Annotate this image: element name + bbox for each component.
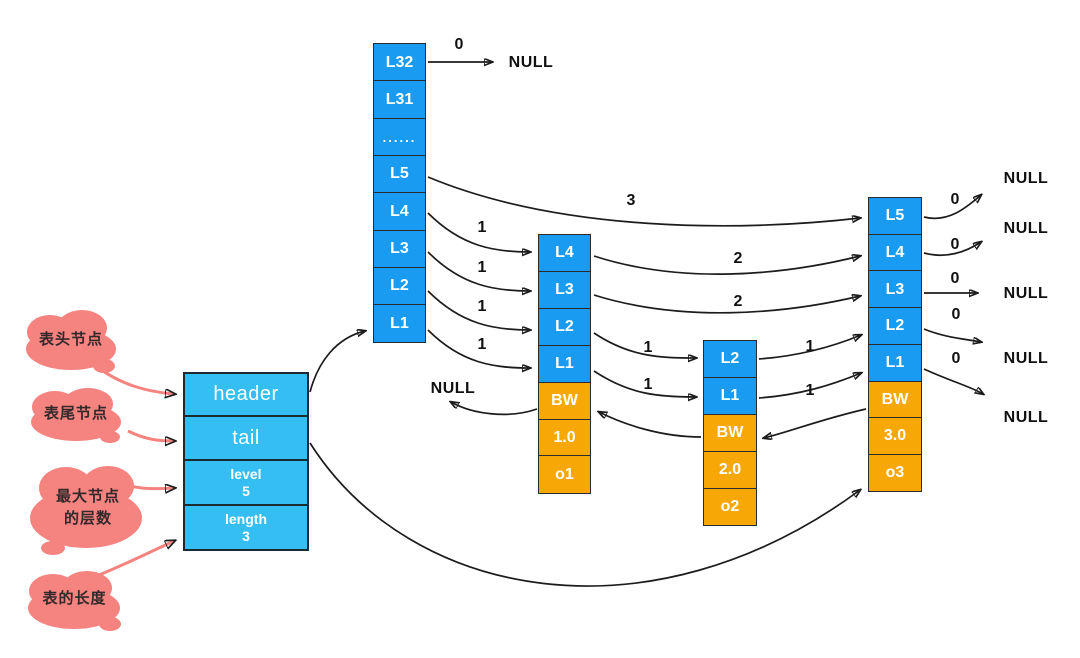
cloud-label-line1: 最大节点 — [55, 487, 120, 505]
struct-tail-label: tail — [232, 426, 260, 449]
node3-cell-score: 3.0 — [868, 417, 922, 456]
span-label-n3l1: 0 — [951, 350, 961, 367]
header-cell-l1: L1 — [373, 304, 426, 344]
node3-cell-l5: L5 — [868, 197, 922, 236]
arrow-n1l3-to-n3l3 — [593, 295, 860, 314]
span-label-l32: 0 — [454, 36, 464, 53]
arrow-n3l1-to-null — [923, 368, 983, 394]
span-label-n1l3: 2 — [733, 293, 743, 310]
span-label-n3l2: 0 — [951, 306, 961, 323]
arrow-cloud-tail — [127, 429, 174, 441]
arrow-n3l2-to-null — [923, 328, 981, 342]
node1-cell-l4: L4 — [538, 234, 591, 273]
cloud-shape — [31, 388, 121, 443]
null-label-r4: NULL — [1003, 350, 1049, 367]
arrow-hl5-to-n3l5 — [427, 176, 860, 227]
cloud-tail-node: 表尾节点 — [25, 384, 127, 444]
node1-column: L4 L3 L2 L1 BW 1.0 o1 — [538, 234, 591, 495]
node2-cell-obj: o2 — [703, 487, 757, 527]
node1-cell-bw: BW — [538, 381, 591, 421]
struct-level-value: 5 — [242, 482, 250, 499]
span-label-hl4: 1 — [477, 219, 487, 236]
null-label-bw: NULL — [430, 380, 476, 397]
cloud-shape — [26, 310, 116, 373]
header-cell-l2: L2 — [373, 266, 426, 306]
arrow-n2bw-to-n1bw — [599, 412, 702, 438]
cloud-label-line2: 的层数 — [63, 510, 112, 527]
node2-cell-bw: BW — [703, 413, 757, 453]
header-level-column: L32 L31 ...... L5 L4 L3 L2 L1 — [373, 43, 426, 344]
null-label-r2: NULL — [1003, 220, 1049, 237]
node1-cell-l2: L2 — [538, 307, 591, 347]
struct-length-value: 3 — [242, 527, 250, 544]
header-cell-l32: L32 — [373, 43, 426, 82]
null-label-r5: NULL — [1003, 409, 1049, 426]
struct-cell-header: header — [183, 372, 309, 417]
node1-cell-l1: L1 — [538, 344, 591, 384]
skiplist-struct-box: header tail level 5 length 3 — [183, 372, 309, 551]
span-label-hl2: 1 — [477, 298, 487, 315]
span-label-n2l2: 1 — [805, 338, 815, 355]
span-label-n3l5: 0 — [950, 191, 960, 208]
struct-level-label: level — [230, 465, 262, 482]
node3-cell-l1: L1 — [868, 343, 922, 383]
node3-cell-l3: L3 — [868, 270, 922, 309]
span-label-hl5: 3 — [626, 192, 636, 209]
null-label-r1: NULL — [1003, 170, 1049, 187]
arrow-header-to-column-l1 — [309, 331, 365, 393]
node1-cell-obj: o1 — [538, 455, 591, 495]
cloud-max-level: 最大节点 的层数 — [28, 458, 148, 558]
span-label-n2l1: 1 — [805, 382, 815, 399]
arrow-n1bw-to-null — [451, 402, 538, 416]
header-cell-l5: L5 — [373, 154, 426, 194]
cloud-shape — [28, 571, 121, 631]
node1-cell-l3: L3 — [538, 270, 591, 310]
header-cell-l31: L31 — [373, 80, 426, 120]
header-cell-l4: L4 — [373, 192, 426, 232]
node3-cell-bw: BW — [868, 380, 922, 419]
span-label-n3l3: 0 — [950, 270, 960, 287]
span-label-hl3: 1 — [477, 259, 487, 276]
header-cell-ellipsis: ...... — [373, 117, 426, 157]
struct-length-label: length — [225, 510, 267, 527]
null-label-top: NULL — [508, 54, 554, 71]
node3-cell-l2: L2 — [868, 307, 922, 346]
node2-cell-score: 2.0 — [703, 450, 757, 490]
cloud-label: 表尾节点 — [43, 404, 108, 422]
node1-cell-score: 1.0 — [538, 418, 591, 458]
span-label-n1l4: 2 — [733, 250, 743, 267]
node2-column: L2 L1 BW 2.0 o2 — [703, 340, 757, 527]
span-label-n1l2: 1 — [643, 339, 653, 356]
header-cell-l3: L3 — [373, 229, 426, 269]
cloud-header-node: 表头节点 — [20, 306, 122, 374]
node3-column: L5 L4 L3 L2 L1 BW 3.0 o3 — [868, 197, 922, 493]
cloud-label: 表的长度 — [42, 589, 107, 607]
span-label-hl1: 1 — [477, 336, 487, 353]
arrow-n3bw-to-n2bw — [764, 408, 867, 438]
cloud-shape — [30, 466, 142, 555]
arrow-n1l4-to-n3l4 — [593, 256, 860, 275]
struct-header-label: header — [213, 383, 279, 405]
node3-cell-l4: L4 — [868, 233, 922, 273]
node3-cell-obj: o3 — [868, 453, 922, 493]
struct-cell-level: level 5 — [183, 459, 309, 506]
cloud-label: 表头节点 — [38, 330, 103, 348]
cloud-list-length: 表的长度 — [22, 565, 127, 633]
null-label-r3: NULL — [1003, 285, 1049, 302]
node2-cell-l2: L2 — [703, 340, 757, 379]
node2-cell-l1: L1 — [703, 376, 757, 416]
span-label-n1l1: 1 — [643, 376, 653, 393]
struct-cell-length: length 3 — [183, 504, 309, 551]
struct-cell-tail: tail — [183, 415, 309, 461]
span-label-n3l4: 0 — [950, 236, 960, 253]
